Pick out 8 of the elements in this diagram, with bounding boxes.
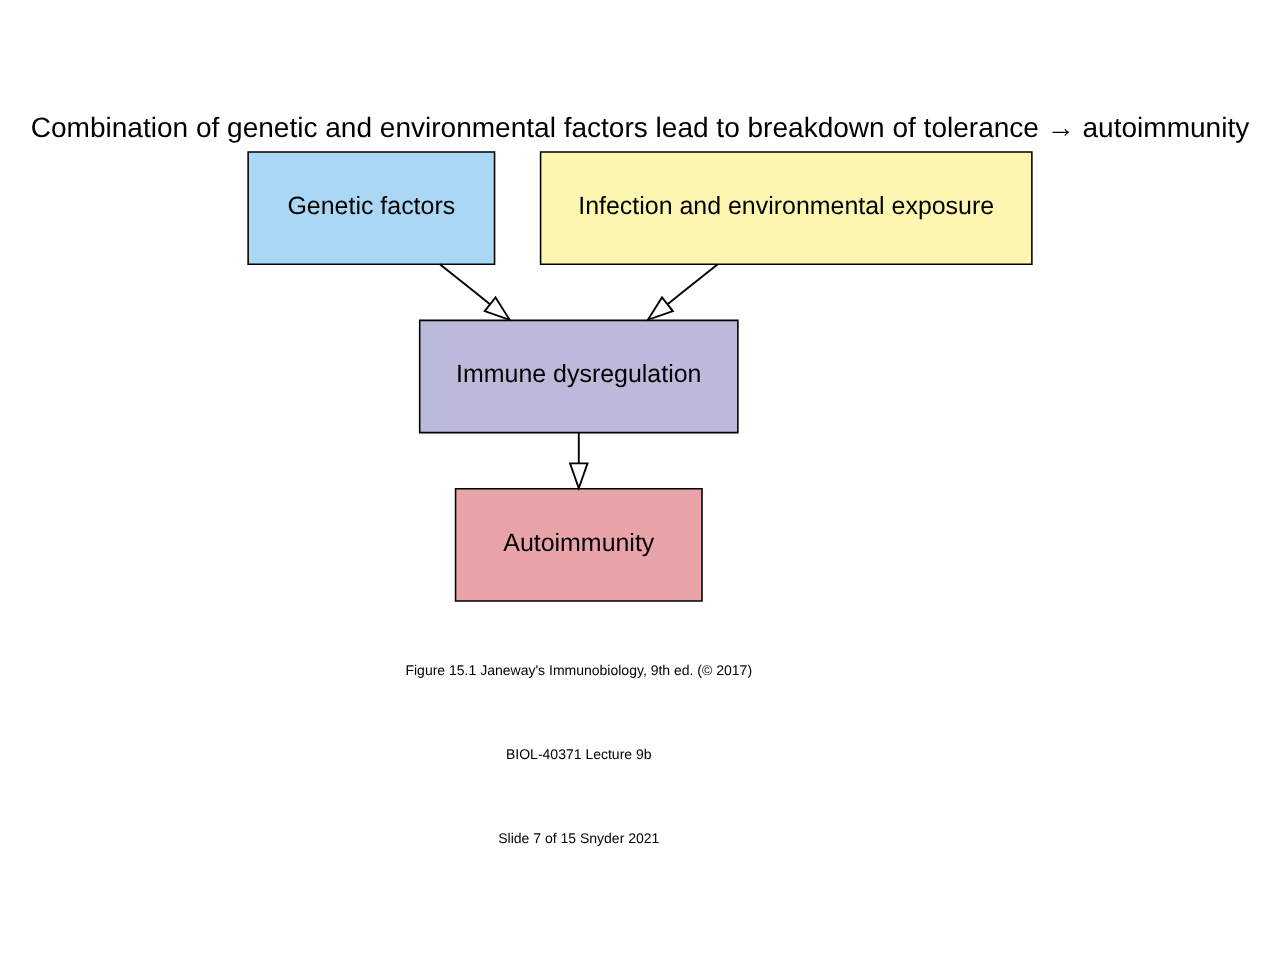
node-box: Genetic factors — [247, 150, 496, 264]
arrow — [645, 262, 719, 321]
node-box: Infection and environmental exposure — [539, 150, 1033, 264]
node-box: Autoimmunity — [454, 487, 703, 601]
node-box: Immune dysregulation — [418, 318, 739, 433]
arrow — [438, 262, 512, 321]
arrow — [568, 430, 589, 491]
diagram-title: Combination of genetic and environmental factors lead to breakdown of tolerance → autoimmunity — [30, 109, 1250, 142]
